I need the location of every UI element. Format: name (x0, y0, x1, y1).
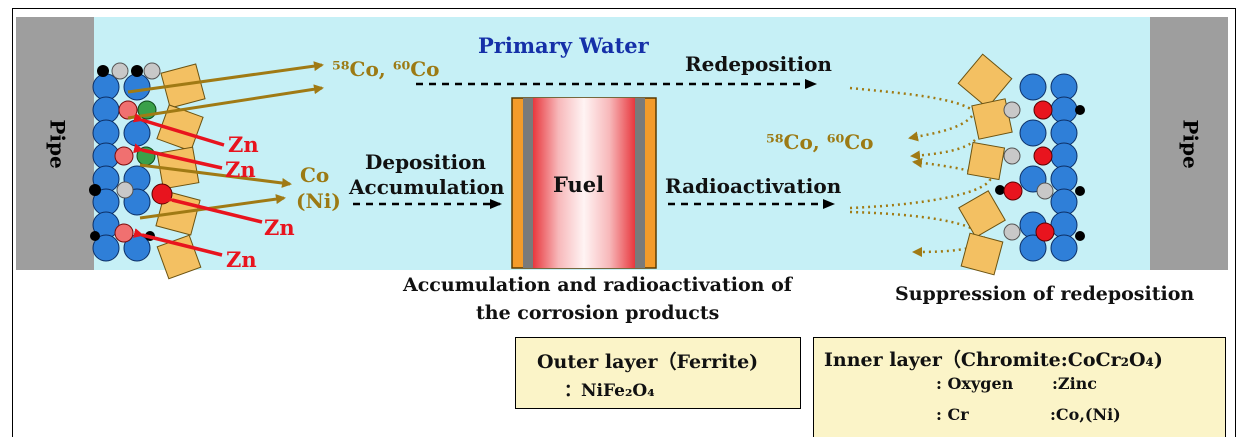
deposition-label: Deposition (365, 150, 486, 174)
figure-frame (12, 8, 1236, 437)
redeposition-label: Redeposition (685, 52, 832, 76)
zn-label: Zn (264, 215, 295, 240)
inner-layer-legend: Inner layer（Chromite:CoCr₂O₄) : Oxygen :… (813, 337, 1226, 437)
co-label: Co (300, 163, 330, 187)
pipe-left-label: Pipe (45, 119, 70, 169)
zn-label: Zn (228, 132, 259, 157)
zinc-arrows (132, 112, 263, 257)
primary-water-label: Primary Water (478, 33, 649, 58)
oxygen-label: : Oxygen (936, 374, 1014, 393)
outer-layer-legend: Outer layer（Ferrite) ：NiFe₂O₄ (515, 337, 801, 409)
center-caption-line2: the corrosion products (476, 302, 720, 324)
center-caption-line1: Accumulation and radioactivation of (403, 274, 792, 296)
pipe-left (16, 17, 94, 270)
ferrite-crystal (156, 104, 204, 152)
zn-label: Zn (226, 247, 257, 272)
pipe-right-label: Pipe (1178, 119, 1203, 169)
inner-layer-title: Inner layer（Chromite:CoCr₂O₄) (824, 349, 1163, 371)
redeposition-arrows (849, 86, 992, 257)
radioactivation-label: Radioactivation (665, 174, 842, 198)
fuel-rod (511, 97, 657, 269)
pipe-right (1150, 17, 1228, 270)
co-ni-label: :Co,(Ni) (1050, 405, 1121, 424)
ferrite-crystal (156, 146, 200, 190)
accumulation-label: Accumulation (349, 175, 505, 199)
right-oxide-layer (957, 53, 1085, 276)
outer-layer-title: Outer layer（Ferrite) (537, 351, 759, 373)
cobalt-isotopes-label: ⁵⁸Co, ⁶⁰Co (332, 57, 440, 81)
ni-label: (Ni) (296, 189, 341, 213)
cr-label: : Cr (936, 405, 969, 424)
fuel-label: Fuel (553, 172, 605, 197)
zn-label: Zn (225, 157, 256, 182)
flow-arrows (353, 79, 835, 209)
right-caption: Suppression of redeposition (895, 283, 1195, 305)
cobalt-isotopes-right-label: ⁵⁸Co, ⁶⁰Co (766, 130, 874, 154)
zinc-label: :Zinc (1052, 374, 1098, 393)
nife2o4-label: ：NiFe₂O₄ (564, 381, 655, 401)
